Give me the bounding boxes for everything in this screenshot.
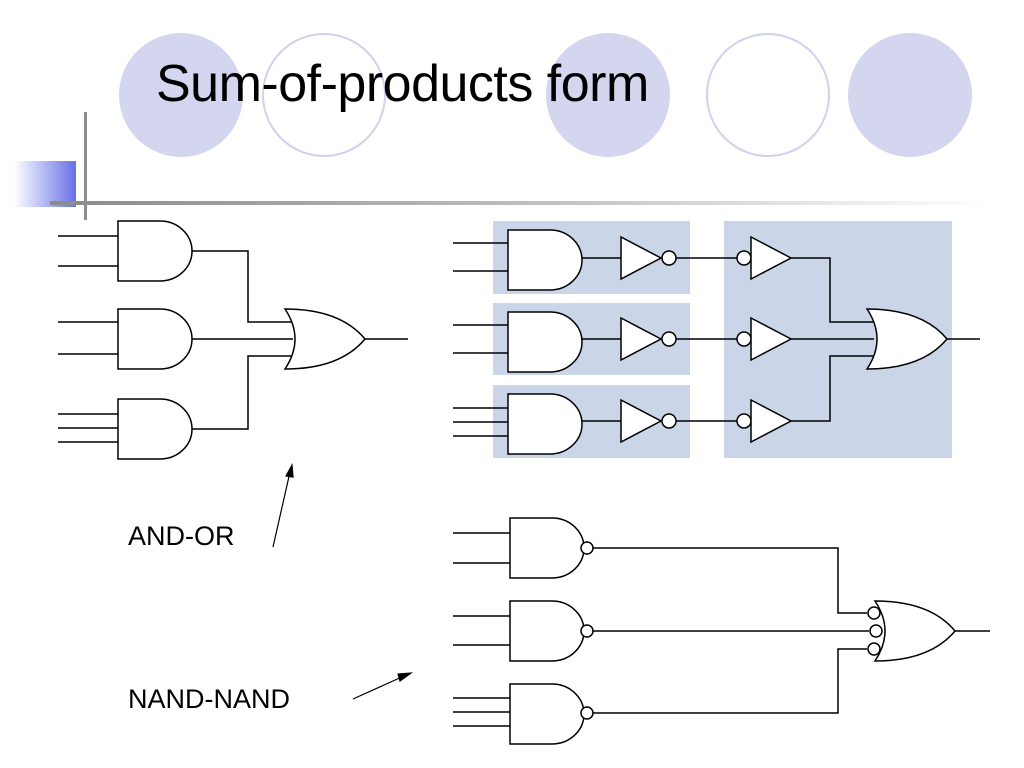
slide-title: Sum-of-products form xyxy=(156,55,649,113)
nand-nand-arrow xyxy=(352,672,414,700)
title-vertical-rule xyxy=(84,112,87,220)
nand-nand-label: NAND-NAND xyxy=(128,684,290,714)
nand-nand-circuit xyxy=(453,517,990,745)
decorative-circle-5 xyxy=(848,33,972,157)
and-or-label: AND-OR xyxy=(128,521,235,551)
and-or-circuit xyxy=(58,220,408,460)
decorative-circle-2 xyxy=(262,33,386,157)
and-or-arrow xyxy=(272,462,294,548)
title-horizontal-rule xyxy=(50,201,990,205)
decorative-circle-3 xyxy=(546,33,670,157)
decorative-circle-1 xyxy=(119,33,243,157)
accent-square xyxy=(14,161,76,207)
and-inverter-circuit xyxy=(453,229,980,455)
decorative-circle-4 xyxy=(706,33,830,157)
